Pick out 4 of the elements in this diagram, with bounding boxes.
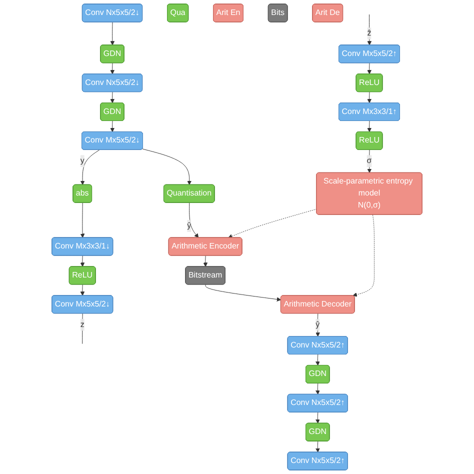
arrow xyxy=(316,441,320,452)
arrow xyxy=(352,214,374,297)
connector xyxy=(82,313,83,344)
arrow xyxy=(80,150,100,186)
